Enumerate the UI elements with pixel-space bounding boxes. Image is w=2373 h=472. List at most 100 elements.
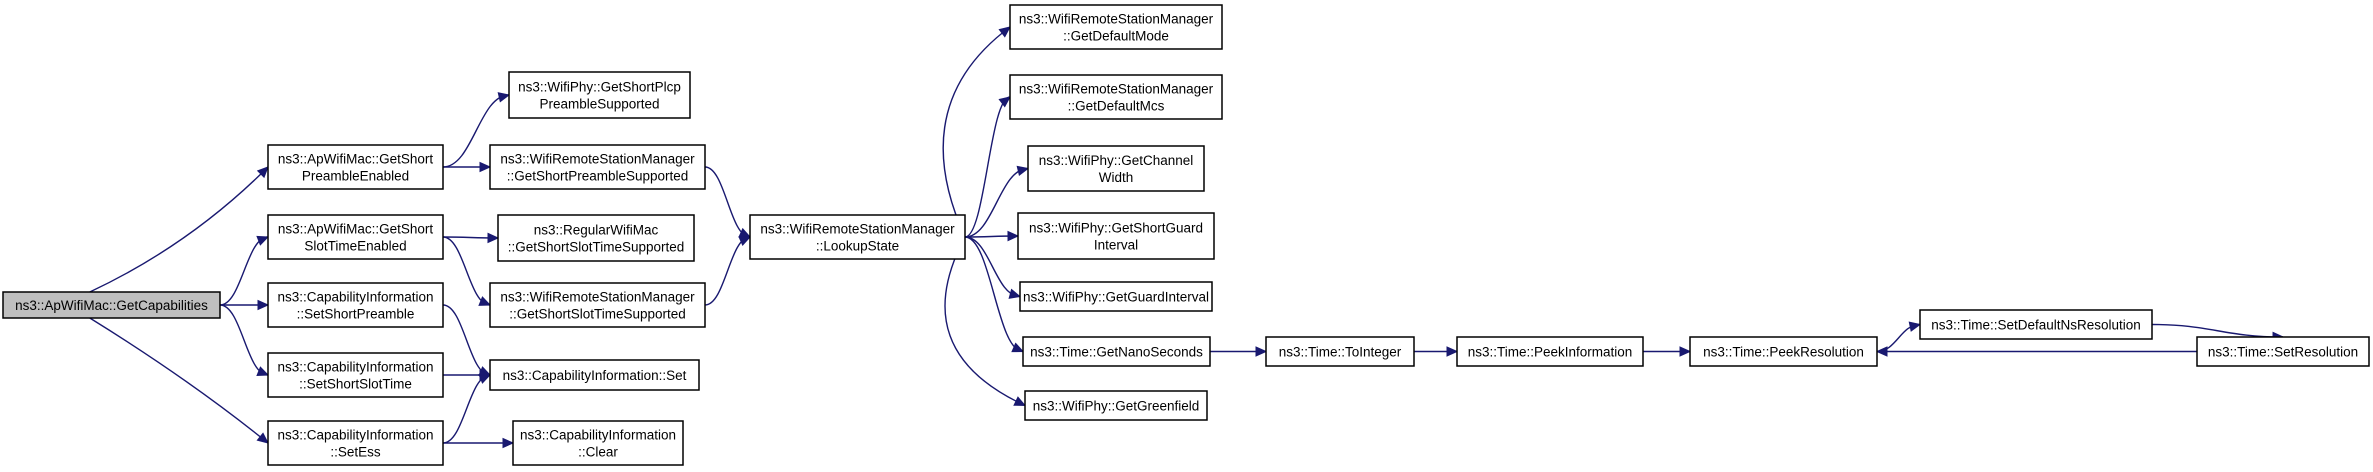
node-label-line: ns3::RegularWifiMac [534,223,659,238]
node-label-line: ns3::Time::PeekResolution [1703,345,1864,360]
node-rsmShortSlot[interactable]: ns3::WifiRemoteStationManager::GetShortS… [489,282,706,328]
node-label-line: ::GetShortSlotTimeSupported [508,240,685,255]
node-box [1456,336,1644,367]
node-box [1689,336,1878,367]
arrowhead-root-to-apShortPre [256,166,269,179]
edge-rsmShortSlot-to-lookup [704,236,751,306]
node-label-line: SlotTimeEnabled [304,239,406,254]
arrowhead-root-to-ciShortPre [257,299,270,311]
node-guardInt[interactable]: ns3::WifiPhy::GetGuardInterval [1019,281,1213,312]
node-label-line: Width [1099,170,1134,185]
node-ciClear[interactable]: ns3::CapabilityInformation::Clear [512,420,684,466]
node-box [2196,336,2370,367]
node-defMcs[interactable]: ns3::WifiRemoteStationManager::GetDefaul… [1009,74,1223,120]
edge-root-to-apShortPre [89,166,269,293]
node-phyPlcp[interactable]: ns3::WifiPhy::GetShortPlcpPreambleSuppor… [508,71,691,119]
node-box [1019,281,1213,312]
arrowhead-lookup-to-greenfield [1013,396,1027,407]
node-box [1017,212,1215,260]
arrowhead-setRes-to-peekRes [1875,346,1888,357]
node-peekInfo[interactable]: ns3::Time::PeekInformation [1456,336,1644,367]
edges-layer [89,26,2285,449]
node-box [267,282,444,328]
node-ciShortSlot[interactable]: ns3::CapabilityInformation::SetShortSlot… [267,352,444,398]
node-defMode[interactable]: ns3::WifiRemoteStationManager::GetDefaul… [1009,4,1223,50]
node-box [489,359,700,391]
node-box [267,352,444,398]
arrowhead-apShortPre-to-rsmShortPre [479,161,492,173]
edge-root-to-apShortSlot [219,236,269,306]
node-label-line: PreambleEnabled [302,169,409,184]
node-label-line: ns3::Time::PeekInformation [1468,345,1633,360]
node-label-line: ns3::CapabilityInformation [277,290,433,305]
node-box [508,71,691,119]
edge-root-to-ciShortSlot [219,304,269,376]
arrowhead-ciEss-to-ciSet [478,374,492,384]
node-regMac[interactable]: ns3::RegularWifiMac::GetShortSlotTimeSup… [497,214,695,262]
node-toInteger[interactable]: ns3::Time::ToInteger [1265,336,1415,367]
node-box [267,214,444,260]
edge-lookup-to-greenfield [944,236,1026,407]
edge-ciEss-to-ciSet [442,374,491,444]
node-rsmShortPre[interactable]: ns3::WifiRemoteStationManager::GetShortP… [489,144,706,190]
arrowhead-lookup-to-chanWidth [1016,165,1030,177]
node-label-line: ::LookupState [816,239,899,254]
node-label-line: ns3::Time::SetDefaultNsResolution [1931,318,2141,333]
node-label-line: ::SetShortSlotTime [299,377,412,392]
edge-rsmShortPre-to-lookup [704,166,751,238]
node-ciEss[interactable]: ns3::CapabilityInformation::SetEss [267,420,444,466]
node-label-line: ns3::CapabilityInformation [277,428,433,443]
arrowhead-lookup-to-nanoSec [1011,342,1025,353]
edge-lookup-to-defMode [942,26,1011,238]
arrowhead-ciEss-to-ciClear [502,437,515,449]
node-label-line: ns3::WifiRemoteStationManager [760,222,955,237]
edge-ciShortPre-to-ciSet [442,304,491,376]
node-label-line: ns3::WifiPhy::GetChannel [1039,153,1194,168]
node-nanoSec[interactable]: ns3::Time::GetNanoSeconds [1022,336,1211,367]
node-box [1024,390,1208,421]
node-setRes[interactable]: ns3::Time::SetResolution [2196,336,2370,367]
node-peekRes[interactable]: ns3::Time::PeekResolution [1689,336,1878,367]
node-label-line: Interval [1094,238,1138,253]
node-label-line: ::GetDefaultMode [1063,29,1169,44]
arrowhead-rsmShortSlot-to-lookup [738,236,752,247]
node-label-line: ns3::WifiRemoteStationManager [500,290,695,305]
node-label-line: PreambleSupported [539,97,659,112]
node-box [512,420,684,466]
node-label-line: ns3::ApWifiMac::GetShort [278,152,434,167]
arrowhead-lookup-to-defMode [998,26,1011,38]
arrowhead-peekRes-to-setDefNs [1908,321,1922,332]
node-greenfield[interactable]: ns3::WifiPhy::GetGreenfield [1024,390,1208,421]
node-label-line: ns3::Time::SetResolution [2208,345,2358,360]
node-label-line: ns3::WifiPhy::GetGuardInterval [1023,290,1209,305]
node-box [1022,336,1211,367]
node-label-line: ns3::WifiRemoteStationManager [1019,82,1214,97]
node-label-line: ns3::CapabilityInformation [277,360,433,375]
node-label-line: ns3::ApWifiMac::GetShort [278,222,434,237]
node-label-line: ns3::ApWifiMac::GetCapabilities [15,298,208,313]
edge-setDefNs-to-setRes [2151,323,2284,338]
edge-apShortSlot-to-rsmShortSlot [442,236,491,306]
node-label-line: ::SetEss [330,445,381,460]
node-label-line: ns3::Time::ToInteger [1279,345,1402,360]
node-ciShortPre[interactable]: ns3::CapabilityInformation::SetShortPrea… [267,282,444,328]
node-label-line: ::GetShortSlotTimeSupported [509,307,686,322]
node-box [1919,309,2153,340]
node-ciSet[interactable]: ns3::CapabilityInformation::Set [489,359,700,391]
node-label-line: ::Clear [578,445,618,460]
arrowhead-apShortSlot-to-regMac [487,232,500,244]
node-lookup[interactable]: ns3::WifiRemoteStationManager::LookupSta… [749,214,966,260]
node-root[interactable]: ns3::ApWifiMac::GetCapabilities [2,291,221,319]
node-box [749,214,966,260]
node-box [1265,336,1415,367]
node-setDefNs[interactable]: ns3::Time::SetDefaultNsResolution [1919,309,2153,340]
node-box [489,282,706,328]
edge-lookup-to-defMcs [964,96,1011,238]
node-box [1009,4,1223,50]
node-label-line: ns3::WifiRemoteStationManager [1019,12,1214,27]
